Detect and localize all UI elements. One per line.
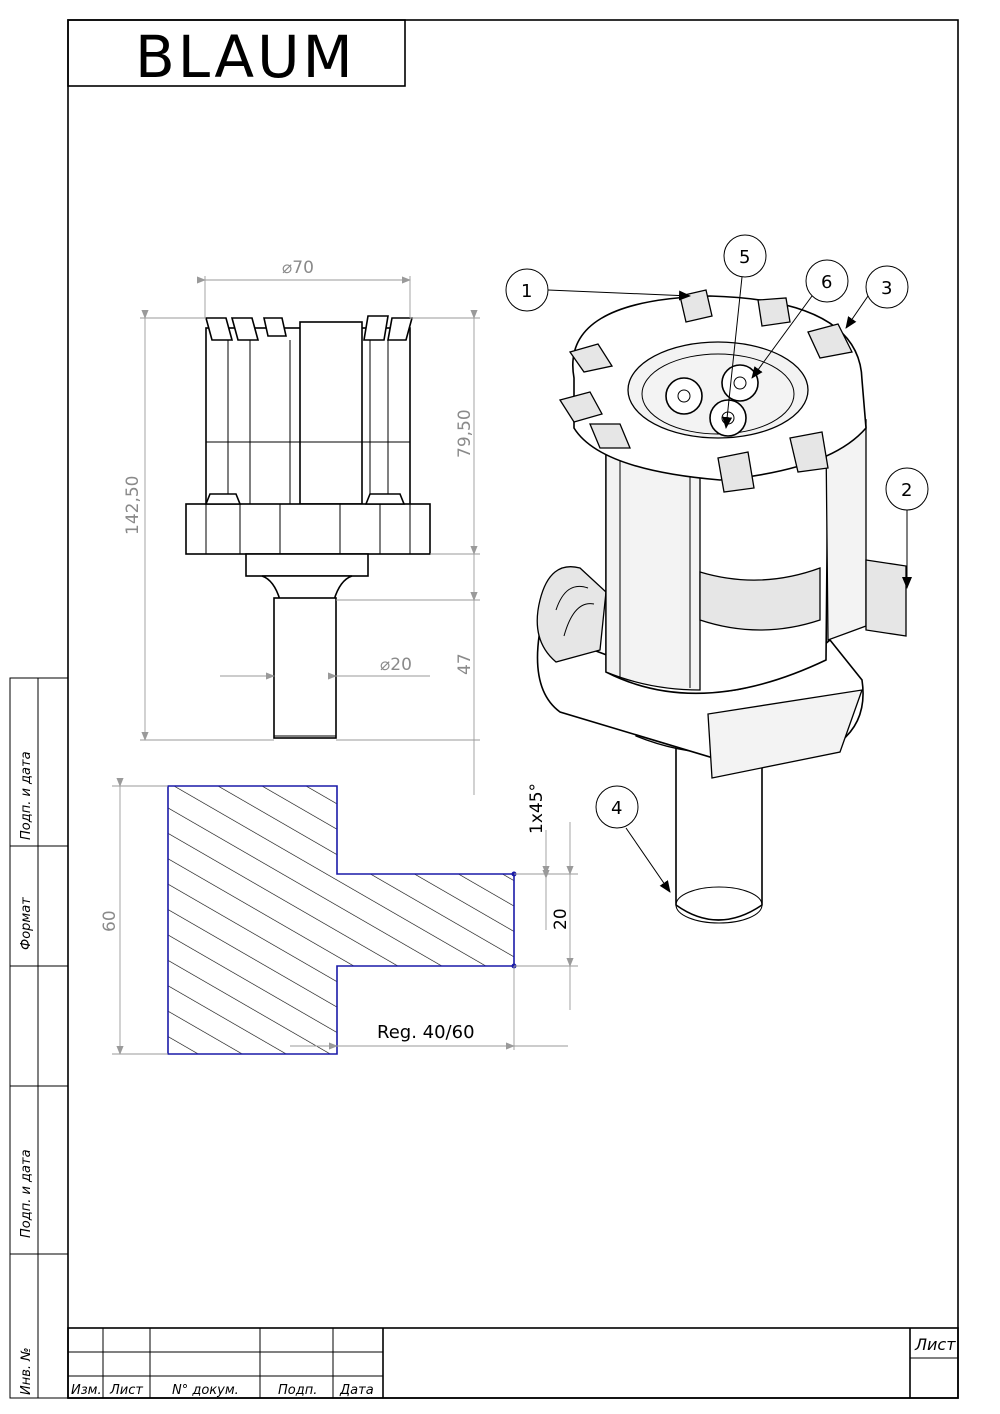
balloon-2: 2 <box>885 467 929 589</box>
col-podp: Подп. <box>278 1383 317 1398</box>
title-block: Изм. Лист N° докум. Подп. Дата Лист <box>67 1327 959 1399</box>
col-data: Дата <box>339 1383 374 1398</box>
svg-text:5: 5 <box>739 247 750 268</box>
col-dokum: N° докум. <box>172 1383 239 1398</box>
stamp-label-1: Подп. и дата <box>19 751 34 840</box>
side-view: ⌀70 142,50 79,50 47 ⌀20 <box>123 258 480 795</box>
stamp-label-3: Подп. и дата <box>19 1149 34 1238</box>
col-izm: Изм. <box>71 1383 102 1398</box>
dim-cutter-height: 79,50 <box>455 409 475 458</box>
stamp-label-4: Инв. № <box>19 1347 34 1395</box>
sheet-label: Лист <box>914 1335 956 1354</box>
isometric-view: 1 2 3 4 5 6 <box>505 234 929 924</box>
dim-total-length: 142,50 <box>123 476 143 535</box>
title-box: BLAUM <box>67 19 406 91</box>
dim-profile-step: 20 <box>551 908 571 930</box>
dim-reg: Reg. 40/60 <box>377 1022 475 1043</box>
profile-section: 60 20 1x45° Reg. 40/60 <box>100 777 578 1055</box>
dim-shank-length: 47 <box>455 653 475 675</box>
side-stamp: Подп. и дата Формат Подп. и дата Инв. № <box>9 677 69 1399</box>
svg-text:6: 6 <box>821 272 832 293</box>
svg-text:1: 1 <box>521 281 532 302</box>
dim-diameter-20: ⌀20 <box>380 655 412 675</box>
drawing-title: BLAUM <box>135 23 356 91</box>
svg-text:3: 3 <box>881 278 892 299</box>
dim-chamfer: 1x45° <box>527 783 547 834</box>
col-list: Лист <box>109 1383 143 1398</box>
balloon-3: 3 <box>845 265 909 329</box>
balloon-5: 5 <box>722 234 767 429</box>
svg-text:2: 2 <box>901 480 912 501</box>
balloon-4: 4 <box>595 785 671 893</box>
stamp-label-2: Формат <box>19 897 34 950</box>
svg-text:4: 4 <box>611 798 622 819</box>
dim-diameter-70: ⌀70 <box>282 258 314 278</box>
dim-profile-height: 60 <box>100 910 120 932</box>
balloon-6: 6 <box>751 259 849 379</box>
balloon-1: 1 <box>505 268 691 312</box>
